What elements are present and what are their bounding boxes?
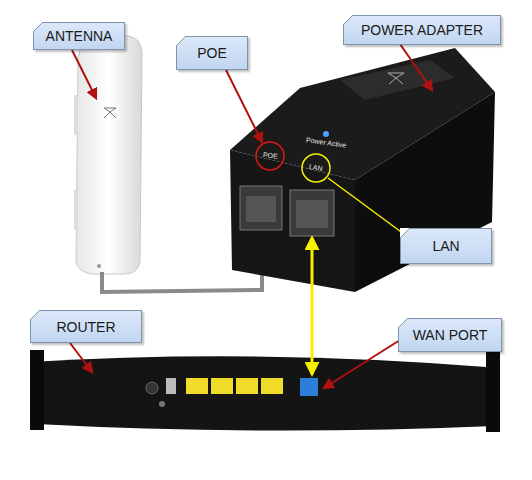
- callout-text: WAN PORT: [413, 327, 488, 343]
- callout-text: ROUTER: [56, 319, 115, 335]
- callout-text: POE: [197, 45, 227, 61]
- folded-corner: [398, 318, 408, 328]
- lan-wan-link: [311, 238, 314, 374]
- poe-adapter-illustration: [230, 48, 495, 292]
- callout-box: WAN PORT: [398, 318, 502, 352]
- callout-box: POWER ADAPTER: [343, 15, 501, 45]
- router-illustration: [30, 350, 500, 432]
- callout-box: POE: [176, 36, 248, 70]
- antenna-illustration: [74, 36, 142, 274]
- callout-box: LAN: [400, 228, 492, 264]
- folded-corner: [176, 36, 186, 46]
- callout-text: ANTENNA: [46, 28, 113, 44]
- callout-text: LAN: [432, 238, 459, 254]
- folded-corner: [400, 228, 410, 238]
- callout-text: POWER ADAPTER: [361, 22, 483, 38]
- folded-corner: [343, 15, 353, 25]
- callout-box: ROUTER: [30, 310, 142, 343]
- callout-box: ANTENNA: [33, 22, 125, 50]
- folded-corner: [33, 22, 43, 32]
- folded-corner: [30, 310, 40, 320]
